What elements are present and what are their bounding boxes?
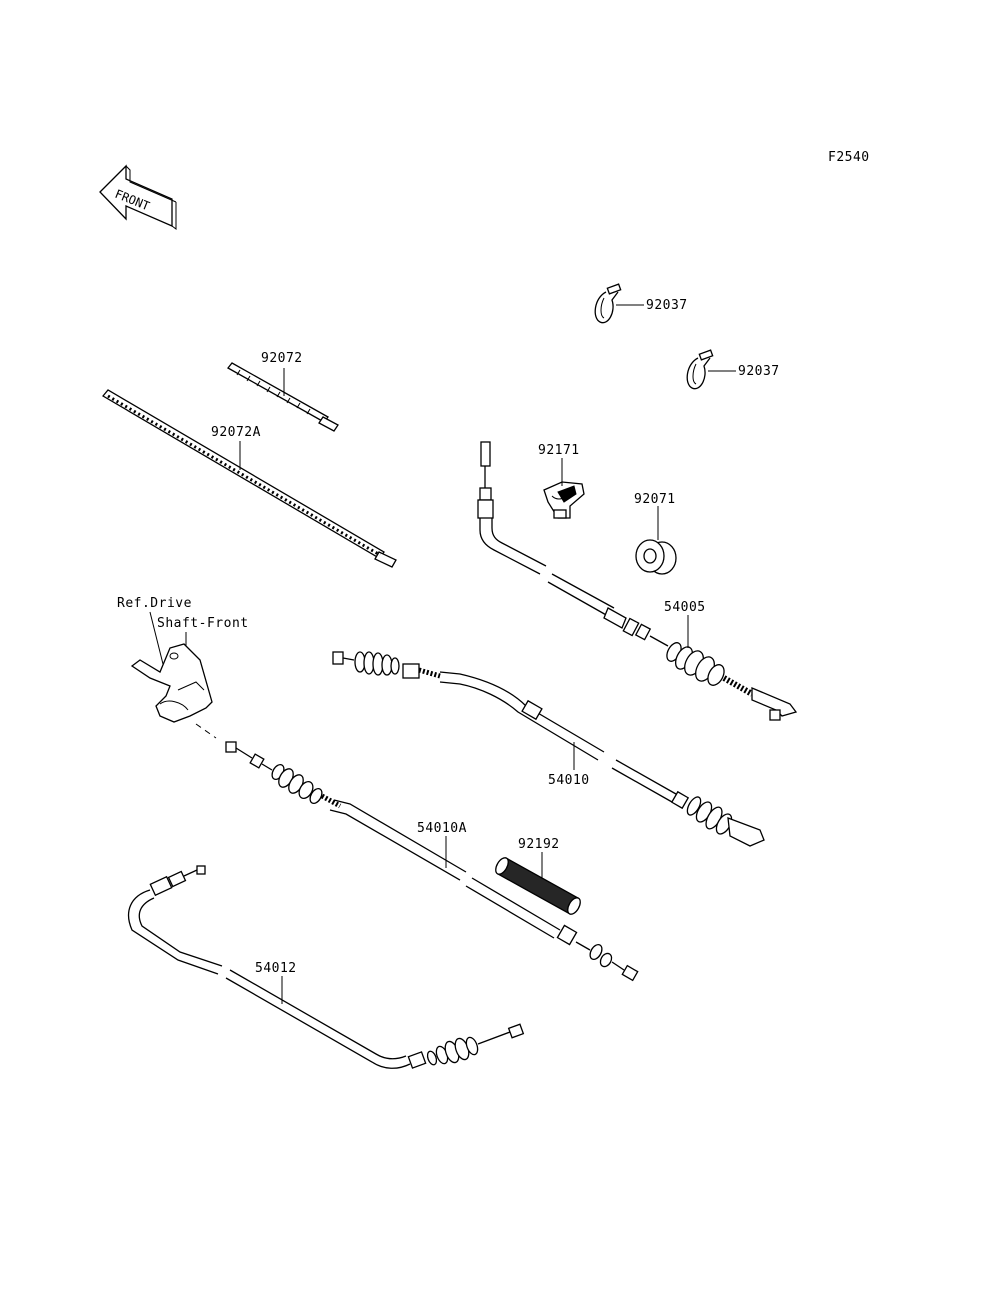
clamp-92037-lower: 92037	[686, 349, 780, 390]
drive-shaft-reference: Ref.Drive Shaft-Front	[117, 596, 249, 739]
tube-92192: 92192	[495, 837, 581, 915]
part-label-54010: 54010	[548, 773, 590, 788]
part-label-92037-upper: 92037	[646, 298, 688, 313]
band-92072A: 92072A	[102, 389, 397, 568]
part-label-54010A: 54010A	[417, 821, 467, 836]
holder-92171: 92171	[538, 443, 585, 519]
diagram-code: F2540	[828, 150, 870, 165]
grommet-92071: 92071	[634, 492, 677, 575]
part-label-54012: 54012	[255, 961, 297, 976]
part-label-92037-lower: 92037	[738, 364, 780, 379]
cable-54005: 54005	[477, 441, 798, 721]
band-92072: 92072	[227, 351, 339, 432]
front-arrow-icon: FRONT	[99, 164, 177, 230]
part-label-92192: 92192	[518, 837, 560, 852]
ref-label-line2: Shaft-Front	[157, 616, 249, 631]
cable-54010: 54010	[332, 651, 765, 847]
part-label-92072A: 92072A	[211, 425, 261, 440]
ref-label-line1: Ref.Drive	[117, 596, 192, 611]
cable-54012: 54012	[127, 865, 525, 1069]
cable-54010A: 54010A	[225, 741, 639, 982]
part-label-92072: 92072	[261, 351, 303, 366]
part-label-92171: 92171	[538, 443, 580, 458]
clamp-92037-upper: 92037	[594, 283, 688, 324]
part-label-54005: 54005	[664, 600, 706, 615]
part-label-92071: 92071	[634, 492, 676, 507]
